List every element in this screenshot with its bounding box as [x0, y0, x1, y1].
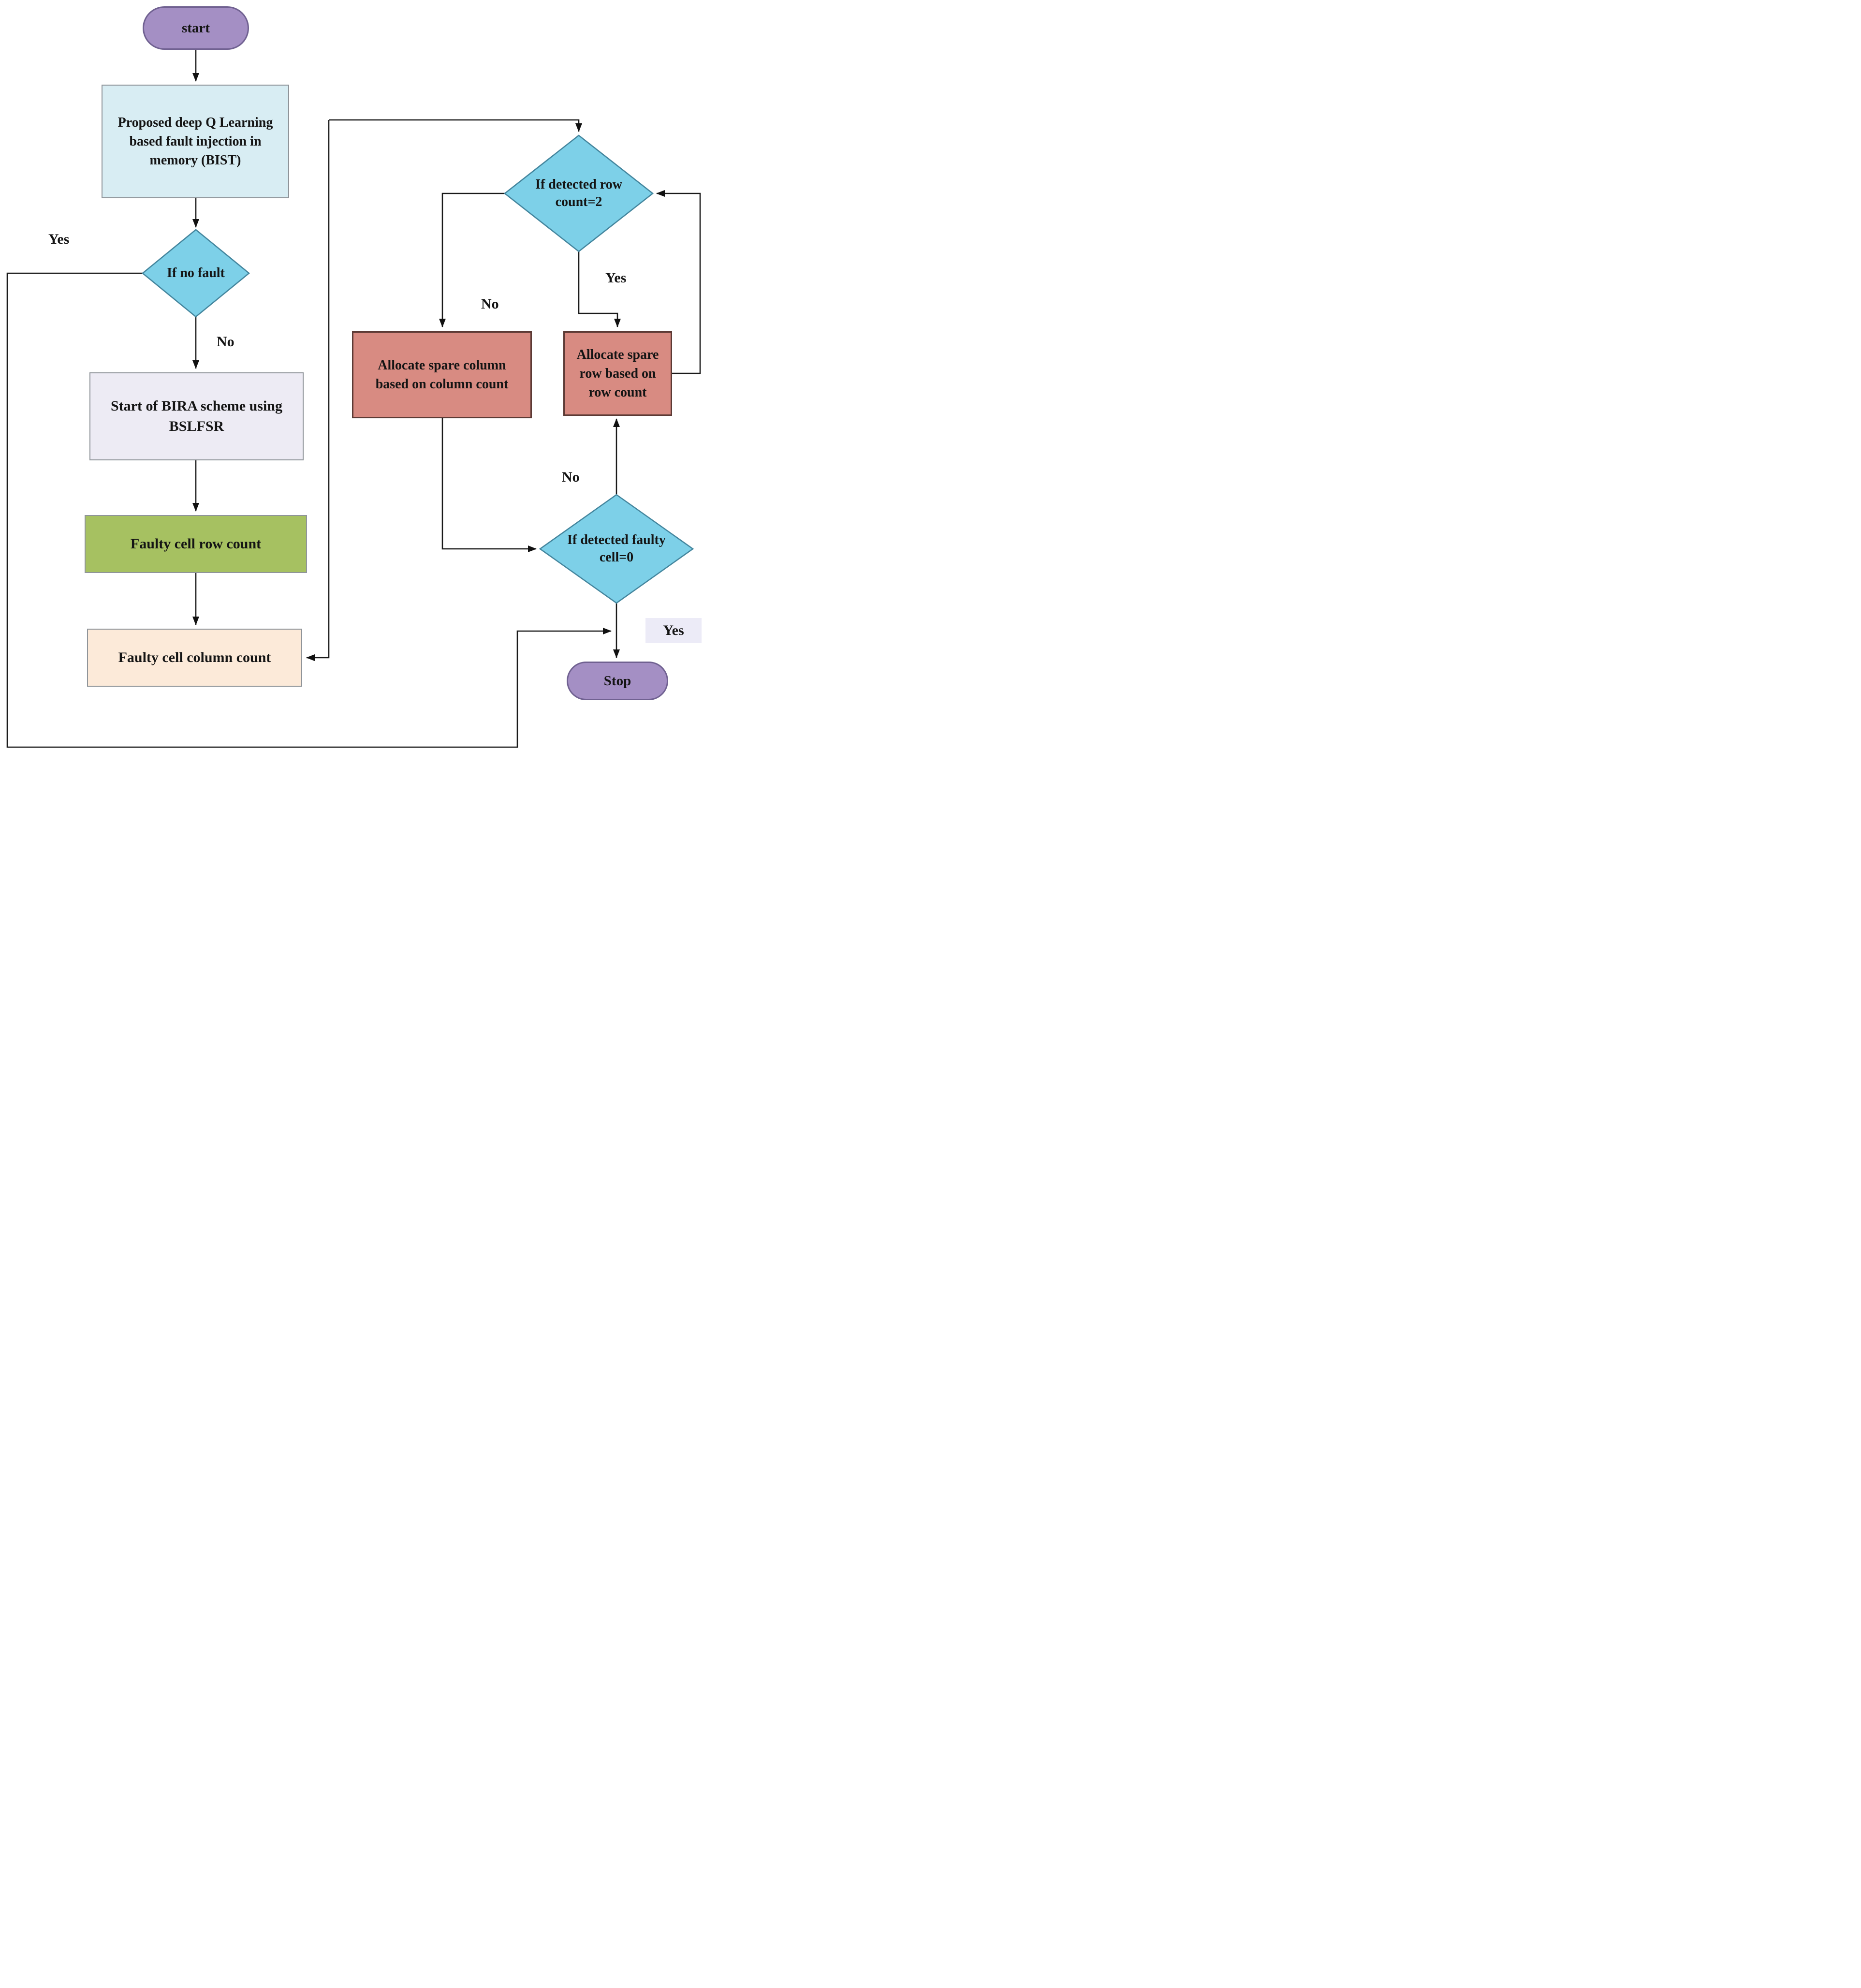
column-count-label: Faulty cell column count	[118, 649, 271, 665]
edge-row-count-decision-yes-to-spare-row	[578, 251, 621, 327]
edge-loop-to-column-count	[306, 120, 330, 661]
spare-row-label: Allocate spare row based on row count	[576, 347, 659, 400]
bira-process-node: Start of BIRA scheme using BSLFSR	[89, 372, 304, 460]
bira-label: Start of BIRA scheme using BSLFSR	[110, 398, 282, 434]
start-label: start	[182, 20, 210, 36]
row-count-yes-edge-label: Yes	[605, 270, 627, 286]
stop-label: Stop	[603, 673, 631, 689]
no-fault-decision-diamond	[141, 229, 250, 318]
spare-column-label: Allocate spare column based on column co…	[375, 357, 509, 392]
row-count-decision-label: If detected row count=2	[535, 177, 622, 209]
faulty-cell-no-edge-label: No	[562, 469, 580, 485]
edge-row-count-decision-no-to-spare-column	[439, 192, 505, 327]
row-count-decision-diamond	[503, 134, 654, 252]
spare-column-process-node: Allocate spare column based on column co…	[352, 331, 532, 418]
bist-label: Proposed deep Q Learning based fault inj…	[117, 115, 273, 168]
bist-process-node: Proposed deep Q Learning based fault inj…	[102, 85, 289, 198]
faulty-cell-decision-diamond	[539, 494, 694, 604]
no-fault-decision-label: If no fault	[167, 265, 225, 280]
row-count-no-edge-label: No	[481, 296, 499, 312]
edge-spare-column-to-faulty-cell-decision	[441, 418, 537, 552]
edge-no-fault-yes-to-stop	[6, 272, 612, 748]
flowchart-connectors	[6, 50, 701, 748]
spare-row-process-node: Allocate spare row based on row count	[563, 331, 672, 416]
faulty-cell-yes-edge-label: Yes	[645, 618, 702, 643]
edge-spare-row-back-to-row-count-decision	[656, 190, 701, 374]
stop-node: Stop	[567, 662, 668, 700]
row-count-process-node: Faulty cell row count	[85, 515, 307, 573]
faulty-cell-decision-label: If detected faulty cell=0	[567, 532, 666, 565]
flowchart-canvas: start Proposed deep Q Learning based fau…	[0, 0, 706, 754]
edge-loop-to-row-count-decision	[329, 119, 582, 132]
no-fault-no-edge-label: No	[217, 334, 234, 350]
start-node: start	[143, 6, 249, 50]
no-fault-yes-edge-label: Yes	[48, 231, 70, 247]
column-count-process-node: Faulty cell column count	[87, 629, 302, 687]
row-count-label: Faulty cell row count	[130, 536, 262, 552]
